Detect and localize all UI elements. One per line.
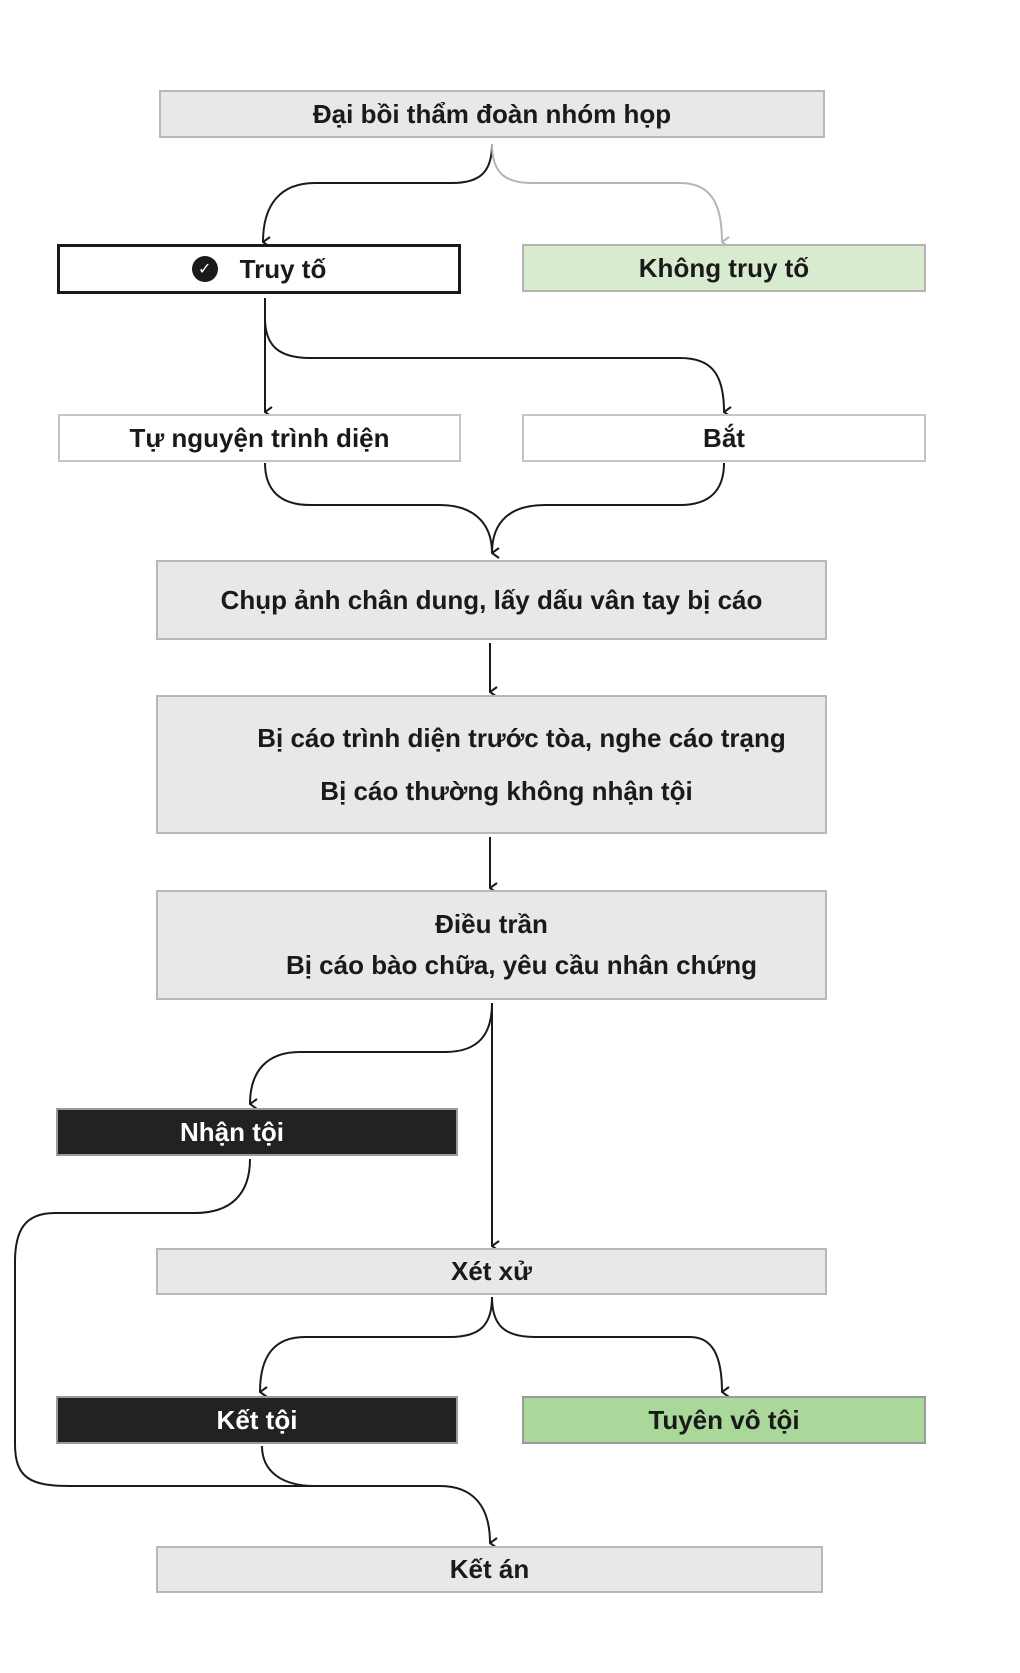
arrow-grand-jury-to-indict [263,143,493,242]
node-no-indict: Không truy tố [522,244,926,292]
node-sentencing-label: Kết án [449,1554,530,1584]
check-circle-icon: ✓ [191,256,218,282]
node-trial-label: Xét xử [451,1256,532,1286]
arrow-trial-to-convicted [260,1296,493,1392]
arrow-indict-to-arrest [264,298,724,412]
node-convicted: Kết tội [56,1396,458,1444]
node-arraignment-line2: Bị cáo thường không nhận tội [320,775,693,806]
arrow-convicted-to-sentencing [261,1445,316,1487]
node-arrest: Bắt [522,414,926,462]
node-surrender-label: Tự nguyện trình diện [129,422,390,453]
node-convicted-label: Kết tội [216,1404,298,1435]
node-hearing-line2: Bị cáo bào chữa, yêu cầu nhân chứng [285,950,758,980]
node-trial: Xét xử [156,1248,827,1295]
node-plead-guilty: Nhận tội [56,1108,458,1156]
node-grand-jury-label: Đại bồi thẩm đoàn nhóm họp [312,98,672,129]
node-booking: Chụp ảnh chân dung, lấy dấu vân tay bị c… [156,560,827,640]
arrow-hearing-to-plead-guilty [250,1002,493,1104]
node-acquitted-label: Tuyên vô tội [648,1404,800,1435]
node-indict: ✓ Truy tố [57,244,461,294]
node-surrender: Tự nguyện trình diện [58,414,461,462]
node-hearing-line1: Điều trần [435,909,548,939]
node-hearing: Điều trần Bị cáo bào chữa, yêu cầu nhân … [156,890,827,1000]
node-indict-label: Truy tố [239,253,327,284]
arrow-trial-to-acquitted [491,1296,722,1392]
arrow-grand-jury-to-no-indict [491,143,722,242]
node-no-indict-label: Không truy tố [638,252,810,283]
merge-arrest [491,462,725,554]
merge-surrender [264,462,492,553]
node-booking-label: Chụp ảnh chân dung, lấy dấu vân tay bị c… [220,584,763,615]
node-grand-jury: Đại bồi thẩm đoàn nhóm họp [159,90,825,138]
node-arrest-label: Bắt [703,422,745,453]
node-arraignment-line1: Bị cáo trình diện trước tòa, nghe cáo tr… [257,722,786,753]
node-sentencing: Kết án [156,1546,823,1593]
node-acquitted: Tuyên vô tội [522,1396,926,1444]
node-arraignment: Bị cáo trình diện trước tòa, nghe cáo tr… [156,695,827,834]
node-plead-guilty-label: Nhận tội [180,1116,284,1147]
arrow-plead-guilty-to-sentencing [14,1158,490,1543]
